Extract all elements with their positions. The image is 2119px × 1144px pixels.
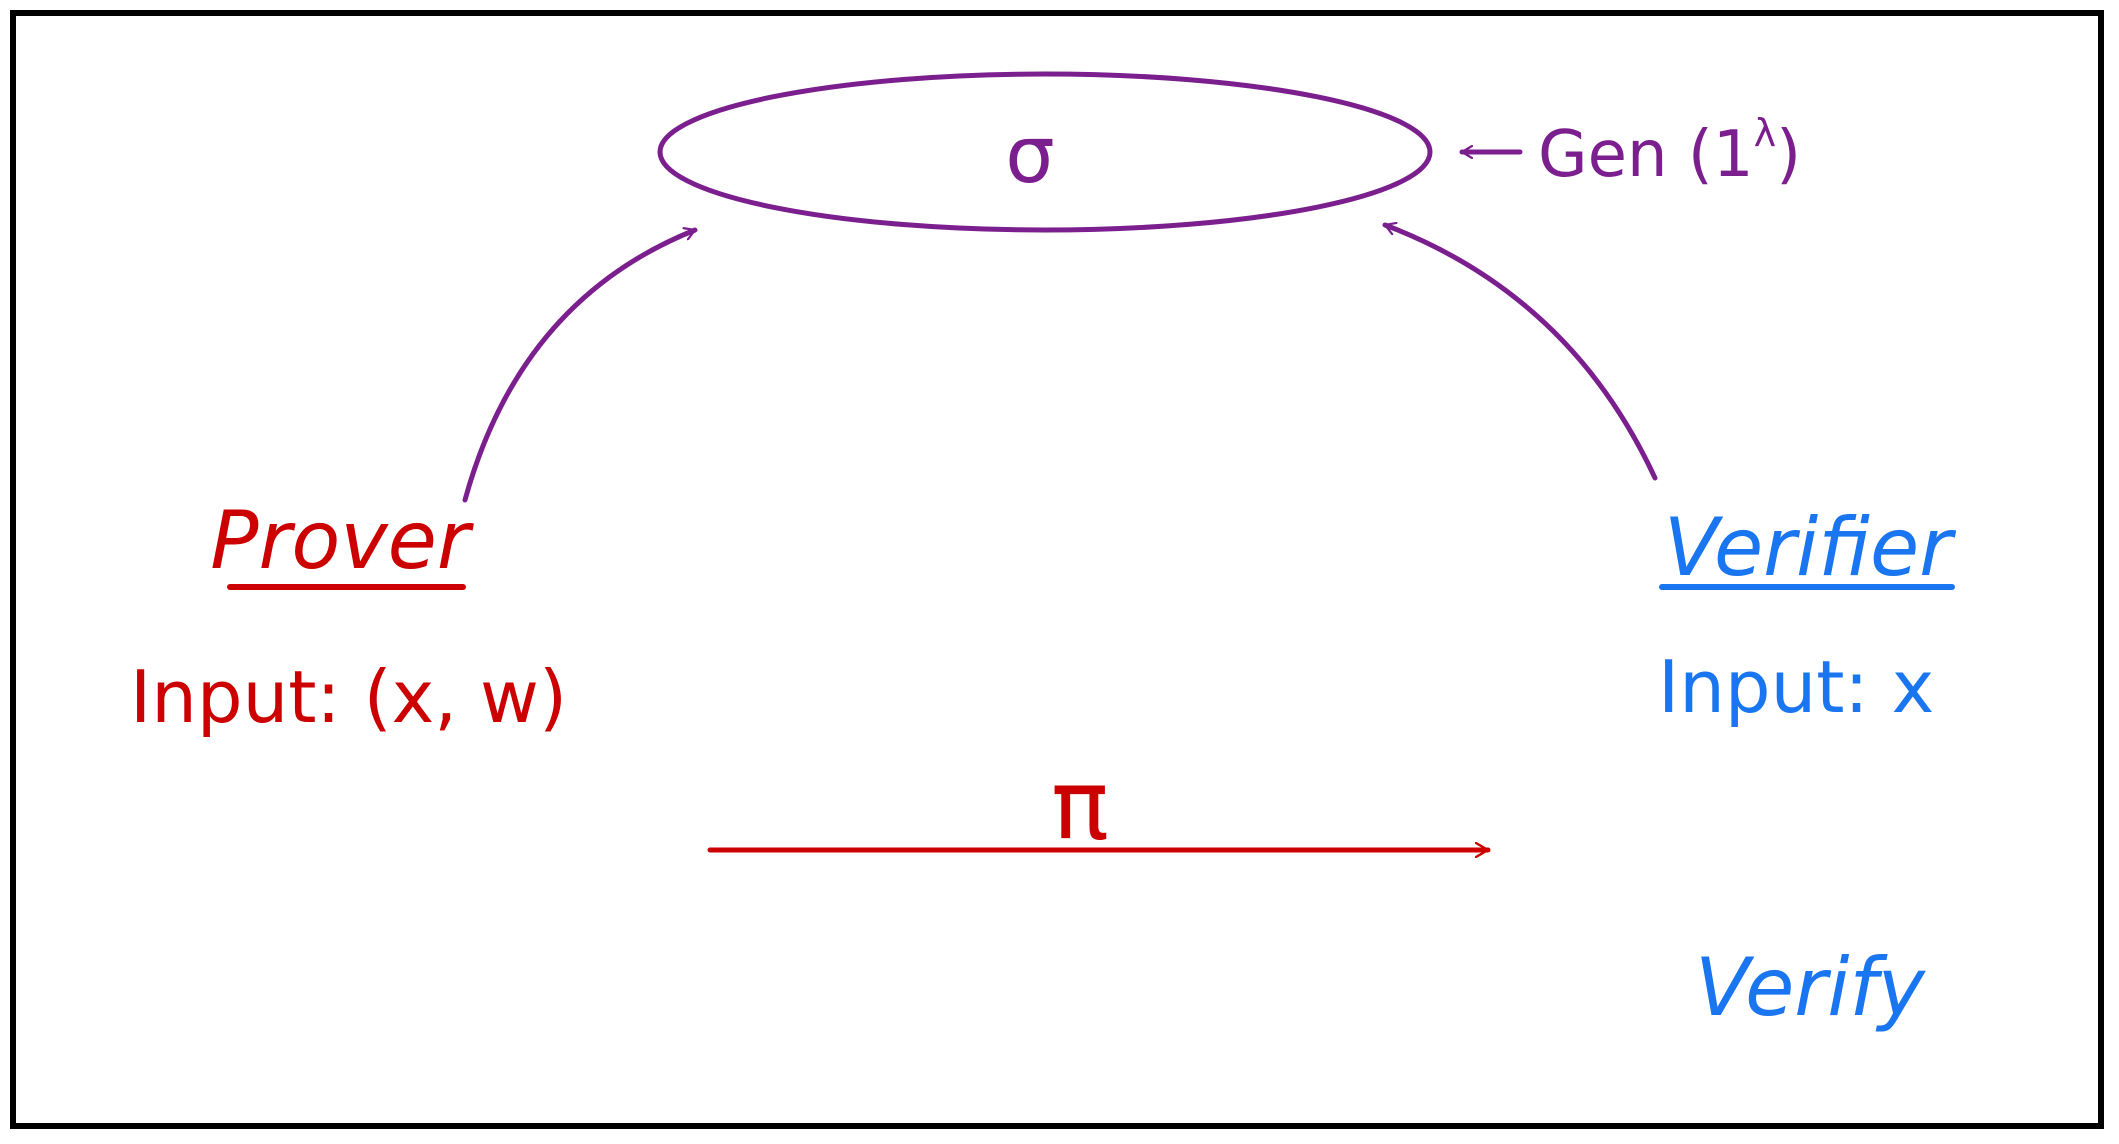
prover-title: Prover <box>210 494 475 587</box>
verifier-to-crs-arrow <box>1382 225 1658 481</box>
crs-ellipse <box>657 71 1433 233</box>
verifier-title: Verifier <box>1664 501 1957 594</box>
gen-label: Gen (1λ) <box>1538 111 1801 192</box>
verifier-input: Input: x <box>1658 645 1934 729</box>
proof-symbol: π <box>1051 749 1109 861</box>
diagram-frame <box>10 10 2104 1129</box>
verify-label: Verify <box>1695 941 1927 1034</box>
prover-input: Input: (x, w) <box>130 655 567 739</box>
crs-symbol: σ <box>1005 111 1054 201</box>
prover-to-crs-arrow <box>462 230 698 503</box>
